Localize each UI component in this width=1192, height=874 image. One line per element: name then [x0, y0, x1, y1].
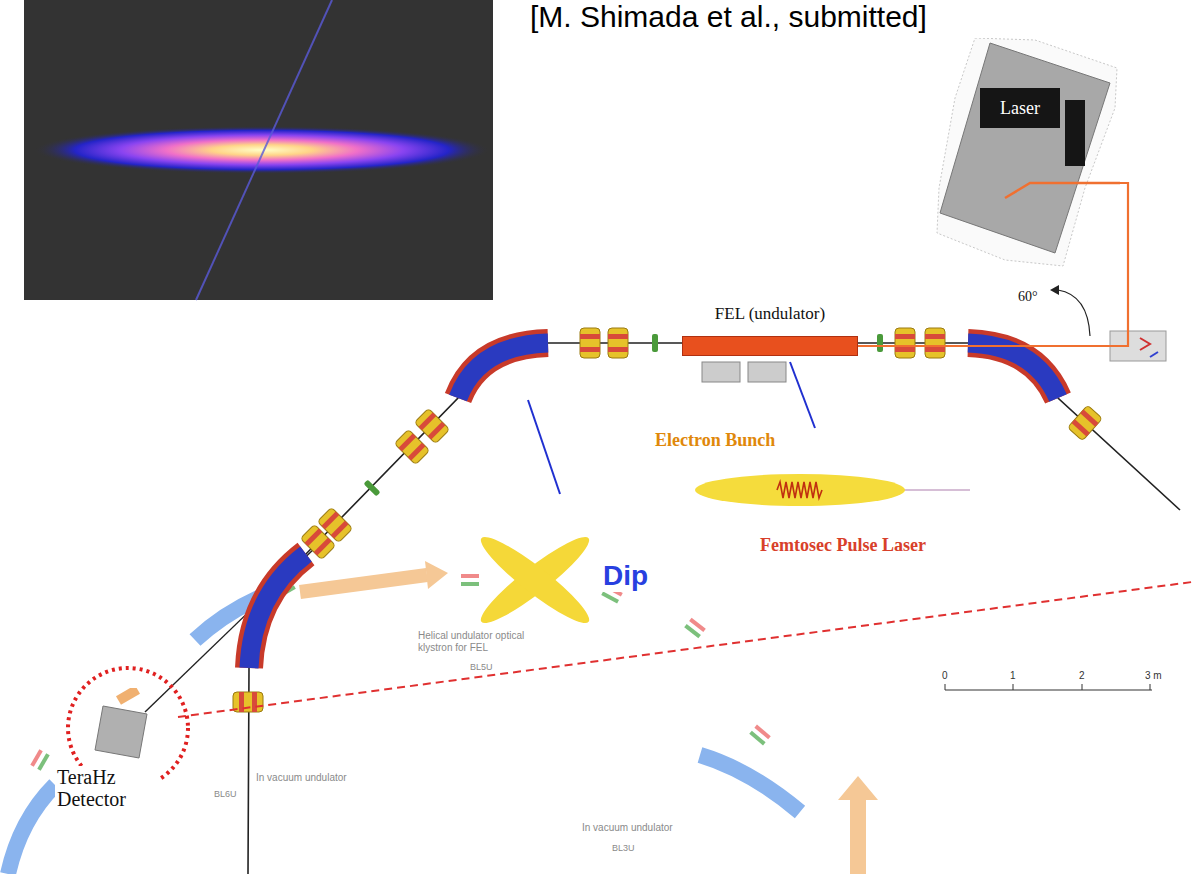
undulator-support [702, 362, 740, 382]
node-label: Laser [980, 90, 1060, 126]
node-label: FEL (undulator) [682, 304, 858, 324]
angle-arrowhead [1050, 285, 1059, 295]
quadrupole-magnet [394, 429, 429, 464]
leader-line [790, 362, 815, 428]
photon-beam [838, 776, 878, 874]
dipole-magnet [458, 343, 548, 398]
undulator-box: FEL (undulator) [682, 304, 858, 356]
magnet-pair [461, 574, 479, 586]
laser-pulse [777, 482, 822, 498]
quadrupole-magnet [300, 524, 335, 559]
magnet-pair [684, 618, 706, 639]
beamline-number: BL6U [214, 789, 237, 799]
dipole-magnet [249, 554, 306, 668]
scale-tick [1082, 684, 1083, 690]
mirror-arrow [1150, 352, 1158, 357]
detector-outline [55, 688, 190, 763]
scale-tick [945, 684, 946, 690]
beamline-label: In vacuum undulator [256, 772, 347, 784]
beamline-number: BL3U [612, 843, 635, 853]
electron-bunch [695, 474, 905, 506]
beamline-label: Helical undulator optical klystron for F… [418, 630, 543, 653]
quadrupole-magnet [1068, 405, 1103, 441]
laser-trace [196, 0, 332, 300]
quadrupole-magnet [580, 328, 600, 358]
outer-ring-segment [8, 785, 55, 874]
undulator-support [748, 362, 786, 382]
inset-title: Electron Bunch [655, 430, 775, 451]
quadrupole-magnet [414, 408, 449, 443]
laser-head [980, 88, 1060, 128]
beamline-number: BL5U [470, 662, 493, 672]
photon-beam [300, 575, 427, 592]
mirror-arrow [1140, 338, 1150, 350]
detector-body [95, 706, 147, 758]
bunch-dip [473, 528, 596, 632]
dipole-edge [249, 554, 306, 668]
outer-ring-segment [700, 755, 800, 812]
scale-value: 3 m [1145, 670, 1162, 682]
detector-box: TeraHz Detector [55, 688, 190, 810]
dipole-edge [968, 343, 1058, 398]
inset-background [24, 0, 493, 300]
angle-arc [1058, 290, 1090, 336]
detector-window [116, 688, 140, 705]
beamline-label: In vacuum undulator [582, 822, 673, 834]
magnet-pair [30, 749, 49, 771]
laser-part [1065, 100, 1085, 166]
inset-title: Femtosec Pulse Laser [760, 535, 926, 556]
beam-image [34, 126, 490, 174]
bunch-dip [473, 528, 596, 632]
quadrupole-magnet [608, 328, 628, 358]
beam-line [248, 343, 1180, 874]
sight-line [178, 582, 1192, 717]
angle-label: 60° [1018, 289, 1038, 305]
scale-tick [1150, 684, 1151, 690]
laser-housing [940, 43, 1110, 253]
steering-magnet [364, 480, 381, 497]
undulator-bar [682, 336, 858, 356]
laser-outline [935, 38, 1120, 268]
paper-outline [937, 38, 1117, 266]
quadrupole-magnet [233, 692, 263, 712]
scale-tick [1013, 684, 1014, 690]
scale-bar [945, 689, 1152, 690]
steering-magnet [652, 334, 658, 352]
magnet-pair [749, 725, 771, 746]
quadrupole-magnet [895, 328, 915, 358]
laser-box: Laser [935, 38, 1120, 268]
leader-line [528, 400, 560, 494]
inset-title: Dip [603, 560, 648, 592]
steering-magnet [877, 334, 883, 352]
scale-value: 1 [1010, 670, 1016, 682]
photon-beam-head [425, 561, 448, 589]
citation: [M. Shimada et al., submitted] [530, 0, 927, 35]
quadrupole-magnet [925, 328, 945, 358]
dipole-edge [458, 343, 548, 398]
scale-value: 2 [1079, 670, 1085, 682]
node-label: TeraHz Detector [55, 766, 159, 810]
dipole-magnet [968, 343, 1058, 398]
laser-beam [1005, 183, 1120, 198]
scale-value: 0 [942, 670, 948, 682]
